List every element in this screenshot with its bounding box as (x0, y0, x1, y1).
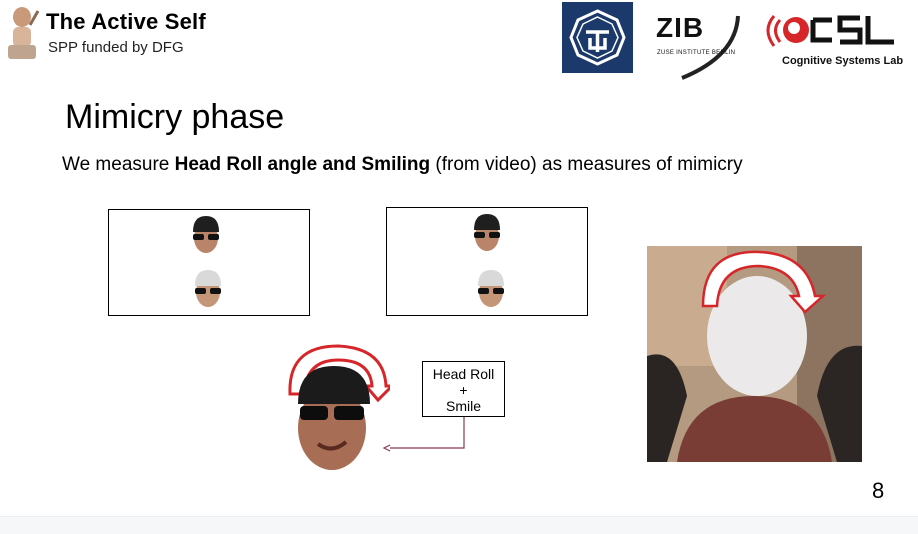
avatar-white-cap-icon (195, 270, 221, 307)
avatar-panel-right (386, 207, 588, 316)
head-roll-smile-label: Head Roll + Smile (422, 361, 505, 417)
subtitle-pre: We measure (62, 154, 175, 175)
avatar-panel-left (108, 209, 310, 316)
avatar-black-cap-icon (474, 214, 500, 251)
connector-arrow (382, 417, 465, 452)
slide-subtitle: We measure Head Roll angle and Smiling (… (62, 154, 743, 176)
tu-berlin-logo (562, 2, 633, 73)
subtitle-bold: Head Roll angle and Smiling (174, 154, 431, 175)
page-number: 8 (872, 478, 885, 503)
subtitle-post: (from video) as measures of mimicry (430, 154, 743, 175)
zib-logo-text: ZIB (656, 12, 705, 43)
brand-title: The Active Self (46, 9, 206, 34)
csl-logo-subtext: Cognitive Systems Lab (782, 55, 904, 67)
footer-bar (0, 516, 918, 534)
brand-subtitle: SPP funded by DFG (48, 39, 184, 56)
zib-logo-subtext: ZUSE INSTITUTE BERLIN (657, 50, 736, 56)
avatar-black-cap-icon (193, 216, 219, 253)
label-line-2: + (459, 382, 468, 398)
active-self-logo-icon (8, 7, 40, 59)
slide-title: Mimicry phase (65, 98, 285, 136)
avatar-white-cap-icon (478, 270, 504, 307)
zib-logo-arc (681, 15, 740, 80)
csl-logo (766, 15, 894, 47)
avatar-head-roll-icon (288, 344, 390, 470)
participant-video-frame (647, 246, 862, 462)
label-line-3: Smile (445, 398, 481, 414)
label-line-1: Head Roll (432, 366, 495, 382)
